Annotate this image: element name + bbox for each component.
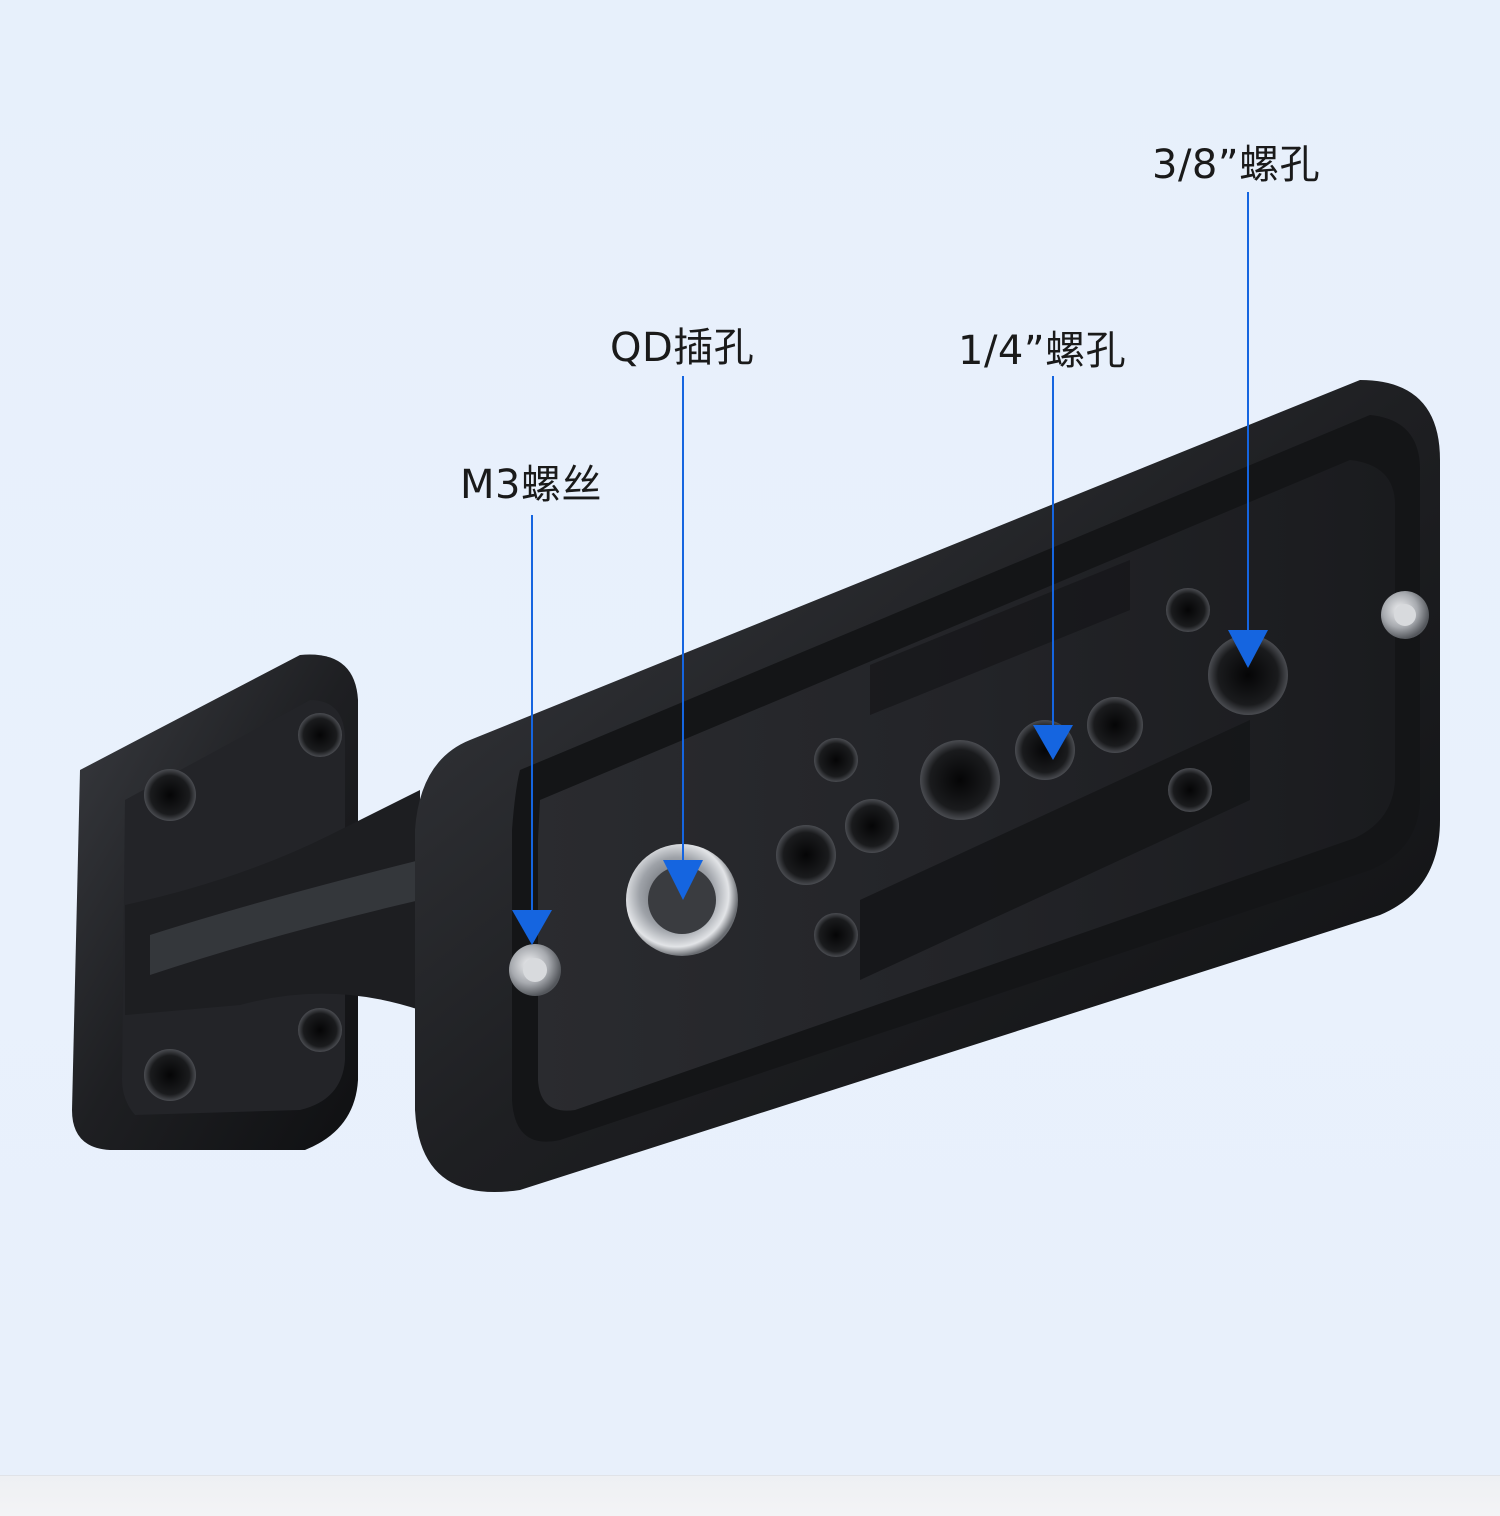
mounting-plate-photo	[72, 192, 1440, 1193]
threaded-hole-icon	[776, 825, 836, 885]
base-hole-icon	[144, 1049, 196, 1101]
plate-hole-icon	[1168, 768, 1212, 812]
main-plate	[415, 380, 1440, 1193]
arrowhead-icon	[663, 860, 703, 900]
base-hole-icon	[298, 713, 342, 757]
callout-quarter-inch-hole: 1/4”螺孔	[958, 328, 1127, 374]
footer-strip	[0, 1475, 1500, 1516]
threaded-hole-icon	[845, 799, 899, 853]
callout-qd-socket: QD插孔	[610, 325, 755, 371]
callout-m3-screw: M3螺丝	[460, 462, 602, 508]
plate-hole-icon	[814, 738, 858, 782]
threaded-hole-icon	[1087, 697, 1143, 753]
callout-arrows	[512, 192, 1268, 945]
threaded-hole-icon	[920, 740, 1000, 820]
plate-hole-icon	[1166, 588, 1210, 632]
plate-hole-icon	[814, 913, 858, 957]
arrowhead-icon	[512, 910, 552, 945]
base-hole-icon	[298, 1008, 342, 1052]
connecting-arm	[125, 790, 420, 1015]
arrowhead-icon	[1228, 630, 1268, 668]
callout-three-eighths-inch-hole: 3/8”螺孔	[1152, 142, 1321, 188]
arrowhead-icon	[1033, 725, 1073, 760]
base-hole-icon	[144, 769, 196, 821]
threaded-hole-icon	[1208, 635, 1288, 715]
